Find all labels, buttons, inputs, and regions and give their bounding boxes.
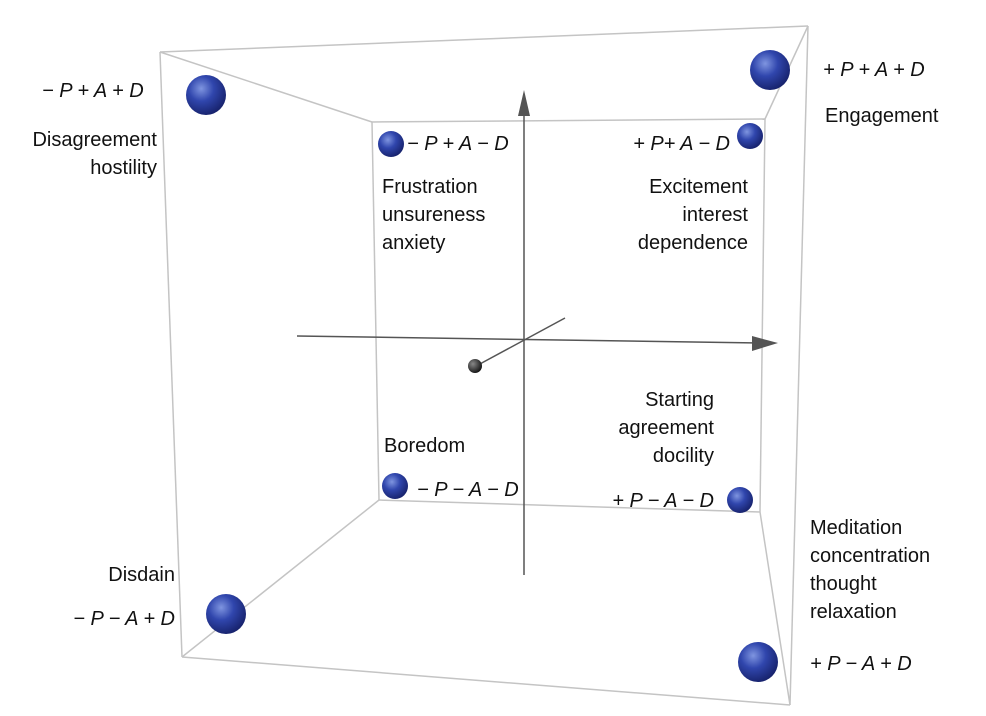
octant-code-minus-p-plus-a-minus-d: − P + A − D <box>407 133 509 155</box>
cube-edge <box>371 118 766 123</box>
depth-axis <box>477 317 566 366</box>
octant-label-interest: interest <box>682 204 748 226</box>
sphere-plus-p-plus-a-plus-d <box>750 50 790 90</box>
octant-label-anxiety: anxiety <box>382 232 446 254</box>
octant-label-starting: Starting <box>645 389 714 411</box>
octant-code-plus-p-plus-a-minus-d: + P+ A − D <box>633 133 730 155</box>
cube-edge <box>159 25 809 53</box>
sphere-plus-p-minus-a-minus-d <box>727 487 753 513</box>
octant-label-hostility: hostility <box>90 157 157 179</box>
cube-edge <box>789 25 809 706</box>
octant-code-minus-p-plus-a-plus-d: − P + A + D <box>42 80 144 102</box>
octant-label-thought: thought <box>810 573 877 595</box>
octant-code-minus-p-minus-a-minus-d: − P − A − D <box>417 479 519 501</box>
cube-edge <box>181 656 791 706</box>
sphere-minus-p-minus-a-minus-d <box>382 473 408 499</box>
octant-label-boredom: Boredom <box>384 435 466 457</box>
sphere-minus-p-minus-a-plus-d <box>206 594 246 634</box>
octant-label-frustration: Frustration <box>382 176 478 198</box>
octant-spheres <box>186 50 790 682</box>
octant-label-dependence: dependence <box>637 232 748 254</box>
sphere-minus-p-plus-a-plus-d <box>186 75 226 115</box>
octant-code-plus-p-minus-a-plus-d: + P − A + D <box>810 653 912 675</box>
octant-label-meditation: Meditation <box>810 517 903 539</box>
horizontal-axis-arrowhead <box>752 336 778 351</box>
cube-edge <box>159 51 373 123</box>
vertical-axis-arrowhead <box>518 90 530 116</box>
octant-code-plus-p-plus-a-plus-d: + P + A + D <box>823 59 925 81</box>
horizontal-axis <box>296 335 761 344</box>
cube-edge <box>759 118 766 513</box>
octant-code-plus-p-minus-a-minus-d: + P − A − D <box>612 490 714 512</box>
cube-edge <box>759 511 791 706</box>
cube-edges <box>159 25 809 706</box>
octant-label-concentration: concentration <box>810 545 931 567</box>
sphere-minus-p-plus-a-minus-d <box>378 131 404 157</box>
cube-edge <box>378 499 761 513</box>
sphere-plus-p-minus-a-plus-d <box>738 642 778 682</box>
axes <box>296 108 761 575</box>
octant-label-excitement: Excitement <box>649 176 748 198</box>
octant-label-agreement: agreement <box>618 417 714 439</box>
sphere-plus-p-plus-a-minus-d <box>737 123 763 149</box>
origin-sphere <box>468 359 482 373</box>
octant-label-unsureness: unsureness <box>382 204 486 226</box>
octant-label-disdain: Disdain <box>108 564 175 586</box>
cube-edge <box>371 121 380 501</box>
octant-code-minus-p-minus-a-plus-d: − P − A + D <box>73 608 175 630</box>
cube-edge <box>159 51 183 658</box>
octant-label-relaxation: relaxation <box>810 601 897 623</box>
octant-label-docility: docility <box>652 445 714 467</box>
octant-label-disagreement: Disagreement <box>32 129 157 151</box>
cube-edge <box>181 499 380 658</box>
octant-label-engagement: Engagement <box>825 105 939 127</box>
